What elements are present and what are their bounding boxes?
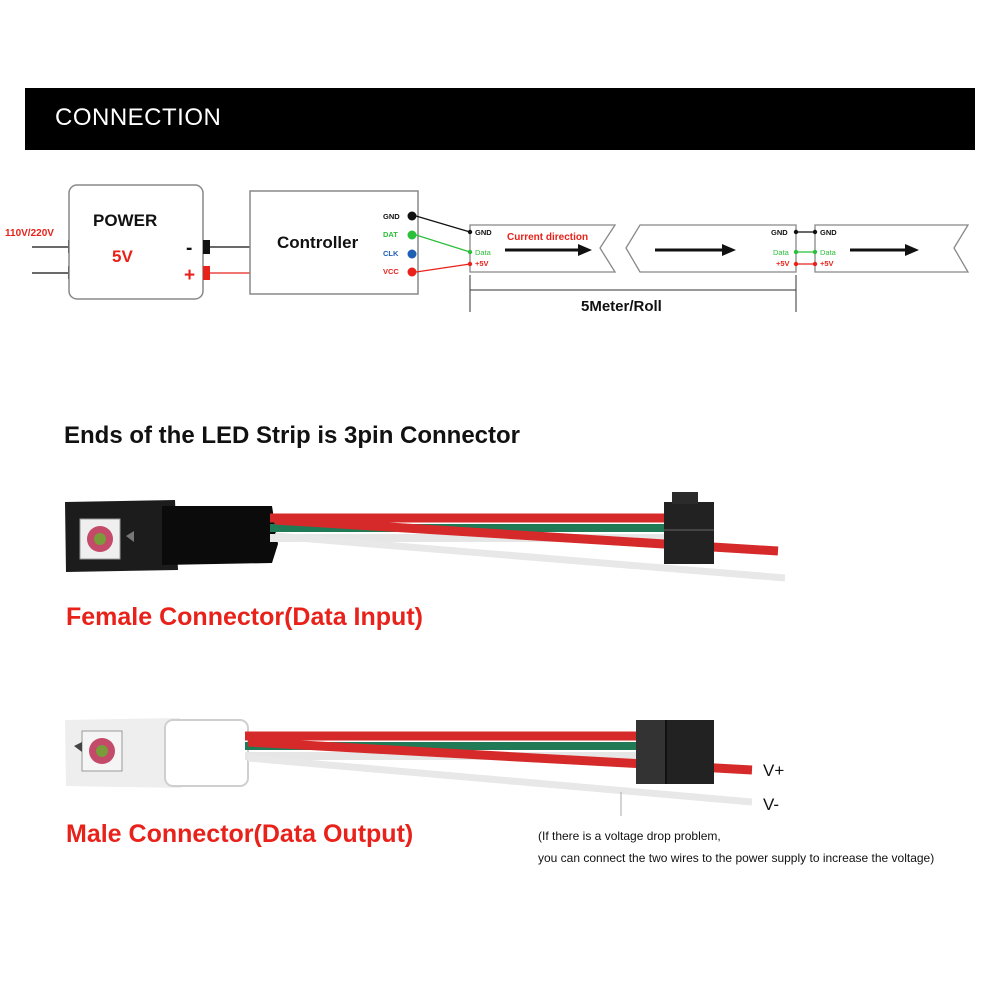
strip2-pin-5v: +5V [776, 259, 790, 268]
voltage-note-line2: you can connect the two wires to the pow… [538, 851, 935, 865]
current-direction-label: Current direction [507, 232, 588, 243]
controller-pin-gnd: GND [383, 212, 400, 221]
controller-title: Controller [277, 233, 359, 252]
voltage-note-line1: (If there is a voltage drop problem, [538, 829, 721, 843]
power-title: POWER [93, 211, 157, 230]
male-connector-label: Male Connector(Data Output) [66, 820, 414, 848]
controller-pin-clk: CLK [383, 249, 399, 258]
arrow-icon [850, 244, 919, 256]
strip2-pin-gnd: GND [771, 228, 788, 237]
strip3-pin-5v: +5V [820, 259, 834, 268]
power-plus-label: + [184, 265, 195, 286]
male-connector-illustration [65, 718, 753, 816]
power-voltage: 5V [112, 247, 133, 266]
controller-pin-vcc: VCC [383, 267, 399, 276]
controller-pin-dat: DAT [383, 230, 398, 239]
female-connector-label: Female Connector(Data Input) [66, 603, 423, 631]
roll-length-label: 5Meter/Roll [581, 298, 662, 315]
led-chip-icon [79, 518, 121, 560]
v-plus-label: V+ [763, 761, 785, 780]
wiring-diagram: 110V/220V POWER 5V - + Controller GND DA… [5, 184, 970, 315]
header-bar [25, 88, 975, 150]
strip2-pin-data: Data [773, 248, 790, 257]
strip3-pin-data: Data [820, 248, 837, 257]
led-chip-icon [81, 730, 123, 772]
strip1-pin-data: Data [475, 248, 492, 257]
controller-icon [249, 190, 419, 295]
mains-label: 110V/220V [5, 228, 54, 239]
page-title: CONNECTION [55, 104, 222, 131]
strip1-pin-gnd: GND [475, 228, 492, 237]
section-title: Ends of the LED Strip is 3pin Connector [64, 422, 521, 449]
v-minus-label: V- [763, 795, 780, 814]
arrow-icon [505, 244, 592, 256]
jst-connector-icon [664, 492, 714, 564]
power-minus-label: - [186, 238, 192, 259]
arrow-icon [655, 244, 736, 256]
strip1-pin-5v: +5V [475, 259, 489, 268]
strip3-pin-gnd: GND [820, 228, 837, 237]
power-supply-icon [68, 184, 204, 300]
jst-connector-icon [636, 720, 714, 784]
female-connector-illustration [65, 492, 786, 582]
